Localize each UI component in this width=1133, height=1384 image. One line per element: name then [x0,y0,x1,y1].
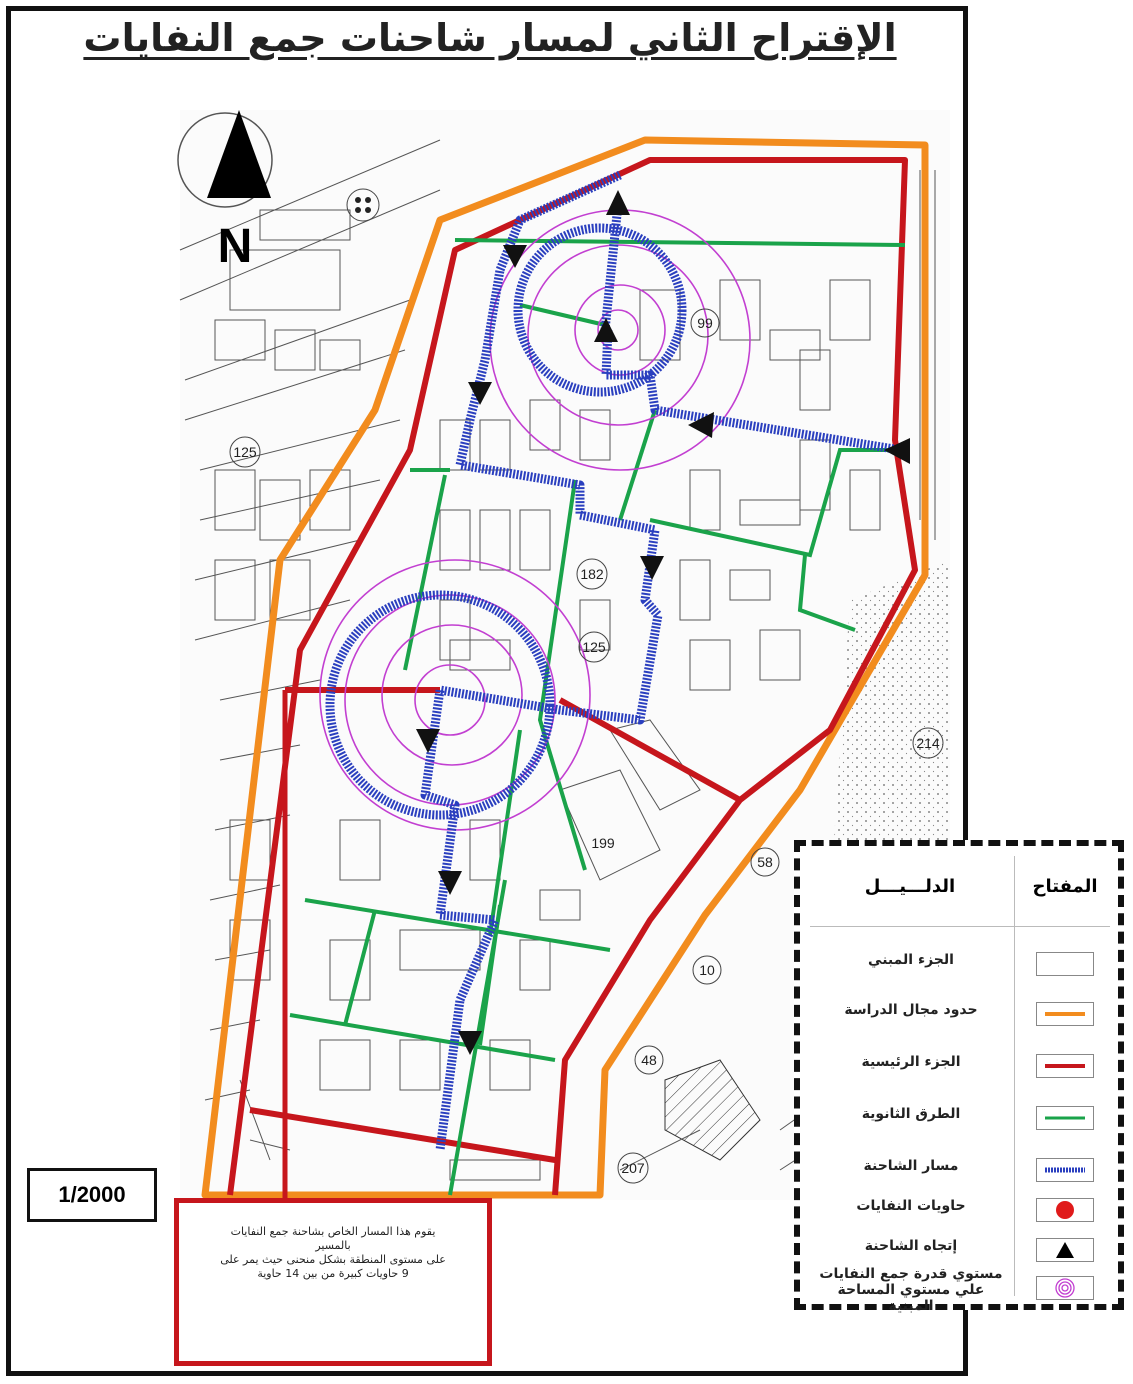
legend-label: حدود مجال الدراسة [844,1002,978,1018]
block-label: 182 [580,566,604,582]
map-legend: المفتاح الدلـــيـــل الجزء المبني حدود م… [794,840,1124,1314]
triangle-icon [1036,1238,1094,1262]
legend-item-truck-direction: إتجاه الشاحنة [810,1232,1110,1272]
direction-triangle-icon [503,245,527,268]
direction-triangle-icon [640,556,664,580]
legend-item-study-boundary: حدود مجال الدراسة [810,996,1110,1036]
legend-item-truck-route: مسار الشاحنة [810,1152,1110,1192]
legend-item-built-area: الجزء المبني [810,946,1110,986]
legend-label: الجزء الرئيسية [861,1054,961,1070]
note-line: 9 حاويات كبيرة من بين 14 حاوية [257,1267,409,1280]
note-line: على مستوى المنطقة بشكل منحنى حيث يمر على [220,1253,446,1266]
study-boundary-line [201,136,929,1199]
block-label: 125 [233,444,257,460]
note-line: بالمسير [315,1239,351,1252]
legend-label: مسار الشاحنة [863,1158,959,1174]
block-label: 207 [621,1160,645,1176]
direction-triangle-icon [884,438,910,464]
direction-triangle-icon [688,412,714,438]
truck-direction-arrows [416,190,910,1055]
block-label: 214 [916,735,940,751]
orange-line-icon [1036,1002,1094,1026]
north-arrow-icon [207,110,271,198]
route-note-box: يقوم هذا المسار الخاص بشاحنة جمع النفايا… [174,1198,492,1366]
block-label: 99 [697,315,713,331]
hatched-block [664,1059,761,1161]
north-label: N [218,220,253,273]
legend-label: الجزء المبني [868,952,954,968]
direction-triangle-icon [458,1031,482,1055]
block-label: 199 [591,835,615,851]
north-arrow: N [177,110,273,273]
green-line-icon [1036,1106,1094,1130]
map-title: الإقتراح الثاني لمسار شاحنات جمع النفايا… [83,16,897,60]
direction-triangle-icon [468,382,492,405]
legend-label: حاويات النفايات [856,1198,966,1214]
legend-header-legend: الدلـــيـــل [864,876,956,897]
legend-item-capacity-level: مستوي قدرة جمع النفايات علي مستوي المساح… [810,1266,1110,1314]
blue-dotted-line-icon [1036,1158,1094,1182]
legend-label: الطرق الثانوية [861,1106,961,1122]
legend-header-key: المفتاح [1032,876,1098,897]
truck-route [325,170,901,1151]
legend-item-main-roads: الجزء الرئيسية [810,1048,1110,1088]
block-label: 125 [582,639,606,655]
direction-triangle-icon [606,190,630,215]
block-label: 48 [641,1052,657,1068]
red-line-icon [1036,1054,1094,1078]
concentric-circles-icon [1036,1276,1094,1300]
block-label: 10 [699,962,715,978]
direction-triangle-icon [594,318,618,342]
legend-label-line: مستوي قدرة جمع النفايات [819,1266,1003,1282]
note-line: يقوم هذا المسار الخاص بشاحنة جمع النفايا… [230,1225,436,1238]
direction-triangle-icon [416,729,440,753]
legend-item-secondary-roads: الطرق الثانوية [810,1100,1110,1140]
block-labels [229,308,944,1184]
legend-header: المفتاح الدلـــيـــل [810,856,1110,927]
direction-triangle-icon [438,871,462,895]
legend-item-waste-containers: حاويات النفايات [810,1192,1110,1232]
legend-label: مستوي قدرة جمع النفايات علي مستوي المساح… [816,1266,1006,1314]
built-area-swatch-icon [1036,952,1094,976]
roundabout-icon [346,188,380,222]
red-dot-icon [1036,1198,1094,1222]
scale-label: 1/2000 [27,1168,157,1222]
legend-label: إتجاه الشاحنة [864,1238,958,1254]
block-label: 58 [757,854,773,870]
legend-label-line: علي مستوي المساحة المبنية [837,1282,985,1314]
secondary-roads [289,238,906,1196]
